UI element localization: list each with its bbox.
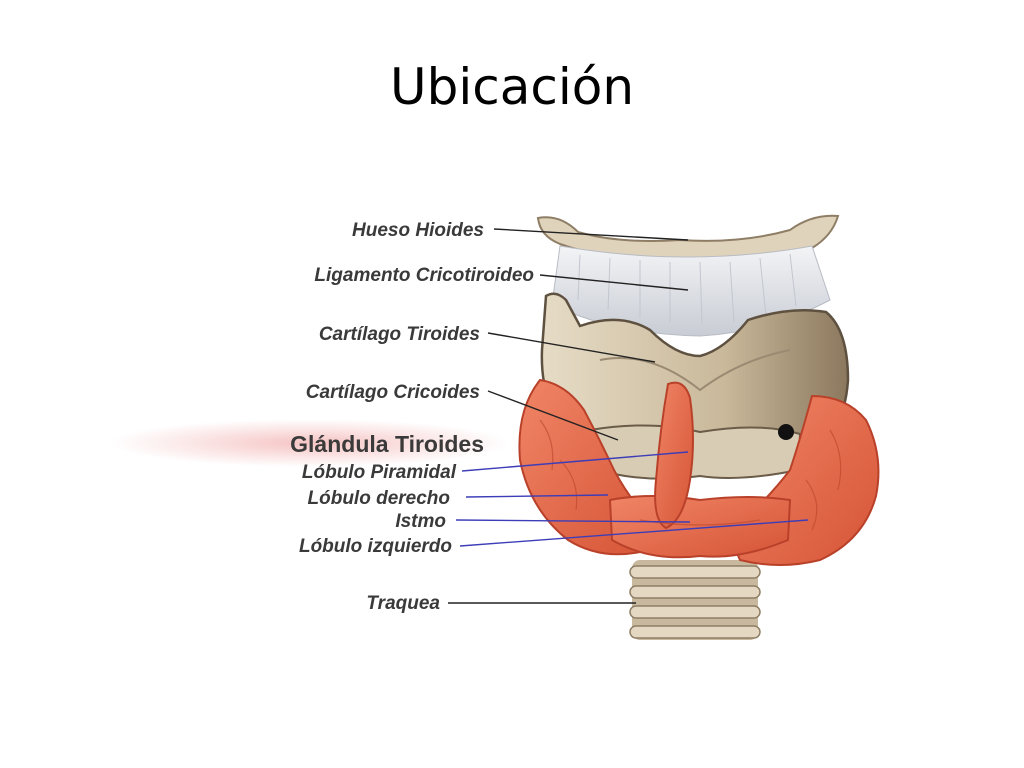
label-highlight-glow <box>110 419 510 467</box>
label-ligamento-cricotiroideo: Ligamento Cricotiroideo <box>314 265 534 286</box>
thyroid-notch-shadow <box>599 349 791 392</box>
thyroid-pyramidal-lobe <box>654 381 694 530</box>
label-lobulo-izquierdo: Lóbulo izquierdo <box>299 536 452 557</box>
label-traquea: Traquea <box>366 593 440 614</box>
leader-lines-blue <box>455 451 809 547</box>
ligament-fibers <box>577 253 797 325</box>
label-istmo: Istmo <box>395 511 446 532</box>
cricoid-node <box>778 424 794 440</box>
leader-lines-dark <box>448 228 689 604</box>
thyroid-isthmus <box>608 495 792 559</box>
label-lobulo-derecho: Lóbulo derecho <box>308 488 451 509</box>
trachea <box>629 560 761 640</box>
label-glandula-tiroides: Glándula Tiroides <box>290 431 484 457</box>
label-lobulo-piramidal: Lóbulo Piramidal <box>302 462 457 483</box>
label-hueso-hioides: Hueso Hioides <box>352 220 484 241</box>
cricoid-cartilage <box>588 424 802 480</box>
label-cartilago-cricoides: Cartílago Cricoides <box>306 382 480 403</box>
label-cartilago-tiroides: Cartílago Tiroides <box>319 324 480 345</box>
slide-title: Ubicación <box>389 58 635 116</box>
